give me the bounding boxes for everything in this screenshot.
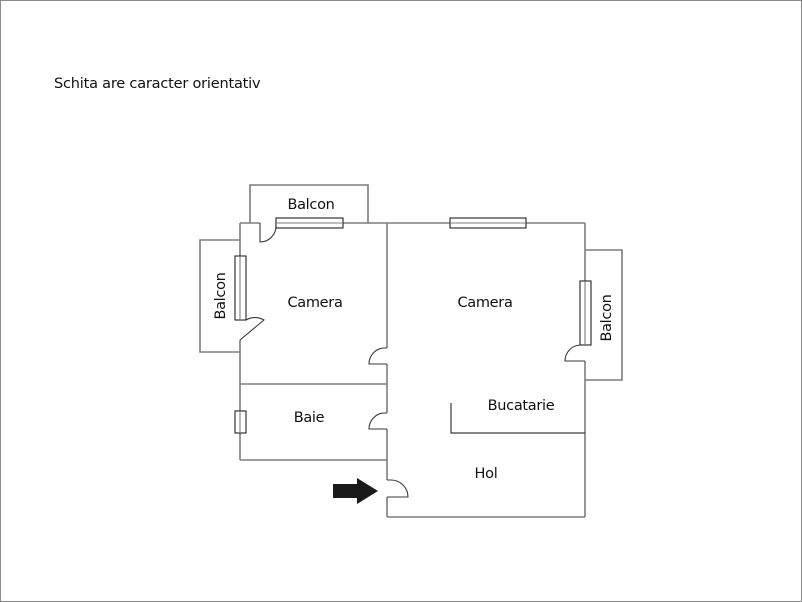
entrance-arrow-icon [333, 478, 378, 504]
label-bathroom: Baie [294, 410, 325, 426]
door-camera-left [368, 347, 387, 365]
window-left [234, 255, 247, 321]
kitchen-partition [450, 403, 585, 434]
window-baie [234, 410, 247, 434]
label-hallway: Hol [475, 466, 498, 482]
label-balcony-left: Balcon [213, 272, 229, 319]
door-top-balcony [259, 223, 277, 243]
window-right [579, 280, 592, 346]
window-top-left [275, 217, 344, 229]
balcony-right-outline [585, 249, 623, 381]
door-left-balcony [239, 317, 265, 341]
label-balcony-top: Balcon [287, 197, 334, 213]
label-bedroom-left: Camera [287, 295, 342, 311]
door-entrance [387, 479, 409, 498]
balcony-left-outline [199, 239, 240, 353]
balcony-top-outline [249, 184, 369, 223]
window-top-right [449, 217, 527, 229]
door-right-balcony [564, 344, 585, 362]
label-kitchen: Bucatarie [488, 398, 555, 414]
label-bedroom-right: Camera [457, 295, 512, 311]
disclaimer-note: Schita are caracter orientativ [54, 76, 261, 92]
label-balcony-right: Balcon [599, 294, 615, 341]
door-baie [368, 412, 387, 430]
